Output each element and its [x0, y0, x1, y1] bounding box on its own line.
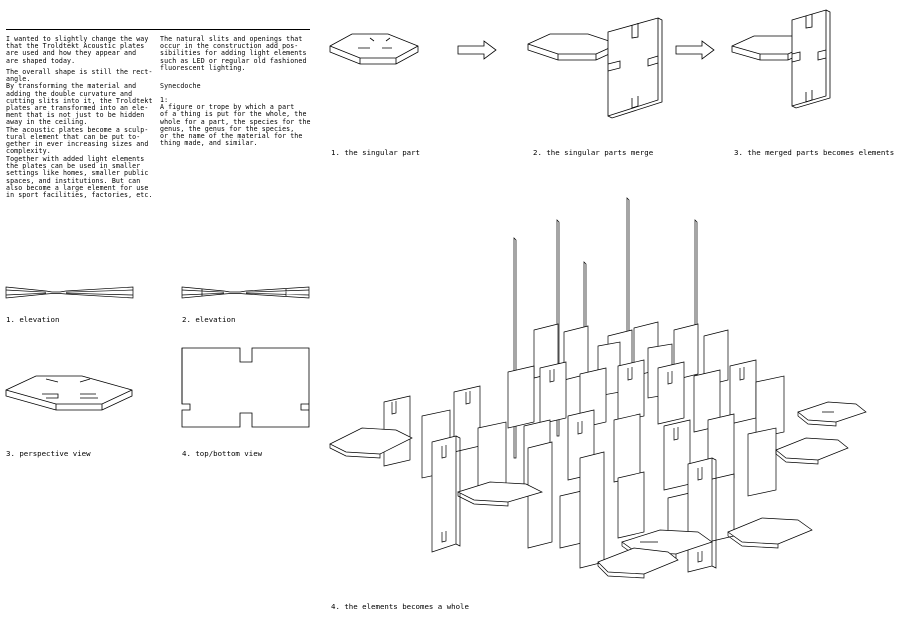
- top-bottom-drawing: [182, 348, 310, 428]
- header-rule: [6, 29, 310, 30]
- caption-step-1: 1. the singular part: [331, 148, 420, 157]
- synecdoche-heading: Synecdoche: [160, 82, 201, 90]
- mid-row-panels: [508, 360, 784, 438]
- side-note-paragraph: The natural slits and openings that occu…: [160, 35, 307, 72]
- arrow-right-icon-2: [676, 40, 716, 60]
- caption-top-bottom: 4. top/bottom view: [182, 449, 263, 458]
- intro-paragraph-2: The overall shape is still the rect- ang…: [6, 68, 153, 156]
- caption-whole: 4. the elements becomes a whole: [331, 602, 469, 611]
- synecdoche-definition: 1: A figure or trope by which a part of …: [160, 96, 311, 148]
- perspective-drawing: [6, 368, 134, 418]
- arrow-right-icon: [458, 40, 498, 60]
- caption-elevation-1: 1. elevation: [6, 315, 60, 324]
- assembled-structure-drawing: [328, 196, 868, 600]
- elevation-2-drawing: [182, 285, 310, 301]
- step-3-drawing: [732, 10, 852, 110]
- caption-step-3: 3. the merged parts becomes elements: [734, 148, 895, 157]
- caption-elevation-2: 2. elevation: [182, 315, 236, 324]
- elevation-1-drawing: [6, 285, 134, 301]
- slit-details: [392, 367, 834, 562]
- caption-step-2: 2. the singular parts merge: [533, 148, 654, 157]
- step-1-drawing: [330, 30, 420, 70]
- caption-perspective: 3. perspective view: [6, 449, 91, 458]
- intro-paragraph-3: Together with added light elements the p…: [6, 155, 153, 200]
- intro-paragraph-1: I wanted to slightly change the way that…: [6, 35, 149, 65]
- step-2-drawing: [528, 18, 668, 118]
